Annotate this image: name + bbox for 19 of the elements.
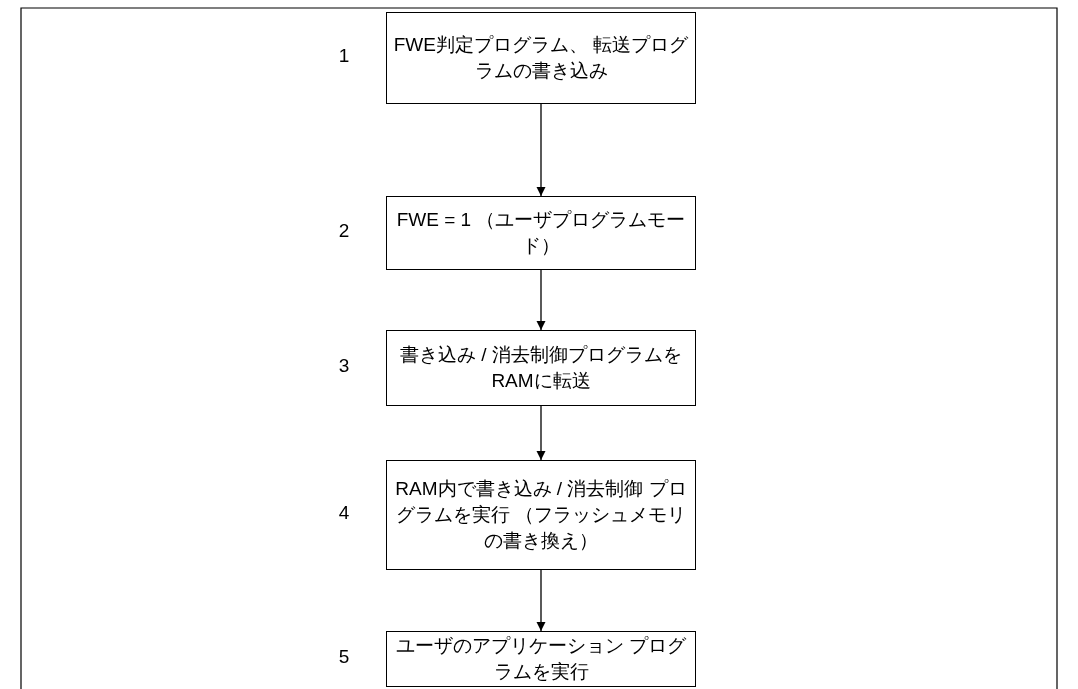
process-box xyxy=(386,196,696,270)
arrow xyxy=(536,103,546,197)
step-text: FWE判定プログラム、 転送プログラムの書き込み xyxy=(392,33,690,83)
process-box xyxy=(386,631,696,687)
process-box xyxy=(386,330,696,406)
arrow xyxy=(536,405,546,461)
step-text: 書き込み / 消去制御プログラムを RAMに転送 xyxy=(399,343,683,393)
step-text: RAM内で書き込み / 消去制御 プログラムを実行 （フラッシュメモリの書き換え） xyxy=(394,477,688,553)
step-text: FWE = 1 （ユーザプログラムモード） xyxy=(395,208,687,258)
step-number: 2 xyxy=(337,219,351,243)
step-number: 3 xyxy=(337,354,351,378)
step-number: 1 xyxy=(337,44,351,68)
arrow xyxy=(536,269,546,331)
process-box xyxy=(386,12,696,104)
step-text: ユーザのアプリケーション プログラムを実行 xyxy=(394,634,688,684)
arrow xyxy=(536,569,546,632)
step-number: 5 xyxy=(337,645,351,669)
step-number: 4 xyxy=(337,501,351,525)
process-box xyxy=(386,460,696,570)
